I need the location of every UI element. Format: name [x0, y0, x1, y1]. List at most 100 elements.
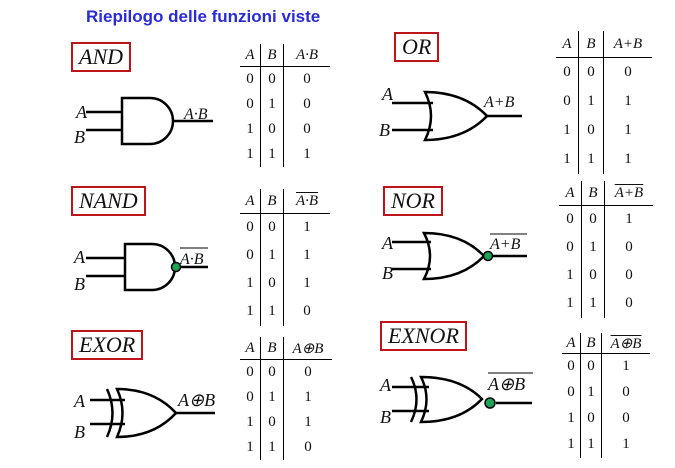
table-header: A⊕B — [601, 333, 650, 354]
table-cell: 1 — [240, 269, 261, 298]
gate-label-exnor: EXNOR — [380, 321, 467, 351]
or-input-b: B — [379, 120, 390, 140]
table-cell: 0 — [260, 409, 284, 435]
gate-label-exor: EXOR — [71, 330, 144, 360]
and-input-a: A — [75, 102, 88, 122]
table-cell: 1 — [562, 431, 581, 458]
table-cell: 0 — [303, 95, 311, 112]
nor-output-label: A+B — [489, 236, 521, 253]
exnor-gate-symbol — [392, 375, 532, 424]
table-cell: 1 — [304, 413, 312, 430]
table-cell: 1 — [622, 358, 630, 375]
nor-negation-bubble — [482, 250, 494, 262]
table-cell: 0 — [240, 359, 261, 385]
table-header: A·B — [283, 189, 330, 214]
table-cell: 1 — [624, 92, 632, 109]
table-cell: 1 — [559, 289, 582, 318]
table-cell: 1 — [303, 247, 311, 263]
table-cell: 1 — [303, 219, 311, 236]
gate-label-nor: NOR — [383, 186, 443, 216]
table-cell: 0 — [580, 353, 602, 380]
table-cell: 0 — [625, 239, 633, 255]
table-cell: 1 — [624, 121, 632, 138]
table-cell: 0 — [260, 116, 284, 142]
table-cell: 0 — [625, 267, 633, 283]
table-cell: 1 — [240, 297, 261, 326]
table-cell: 1 — [260, 384, 284, 410]
table-header: A — [562, 333, 581, 354]
table-cell: 1 — [580, 431, 602, 458]
table-cell: 0 — [622, 410, 630, 426]
table-cell: 0 — [578, 57, 604, 87]
table-cell: 1 — [260, 434, 284, 460]
nand-input-b: B — [74, 274, 85, 294]
table-header: B — [260, 44, 284, 67]
table-cell: 1 — [260, 91, 284, 117]
nand-output-label: A·B — [179, 251, 204, 268]
table-header: B — [260, 189, 284, 214]
exor-input-b: B — [74, 422, 85, 442]
table-cell: 1 — [581, 289, 605, 318]
nor-gate-symbol — [392, 231, 527, 281]
table-cell: 0 — [240, 241, 261, 270]
gate-label-or: OR — [394, 32, 440, 62]
table-cell: 1 — [580, 379, 602, 406]
table-cell: 1 — [622, 436, 630, 452]
nand-negation-bubble — [170, 261, 182, 273]
table-header: A — [559, 181, 582, 206]
table-header: A+B — [603, 31, 652, 58]
table-header: A⊕B — [283, 337, 332, 360]
table-cell: 0 — [304, 438, 312, 455]
table-cell: 1 — [559, 261, 582, 290]
table-cell: 0 — [304, 363, 312, 380]
table-cell: 0 — [303, 120, 311, 137]
table-cell: 1 — [556, 115, 579, 145]
table-cell: 1 — [581, 233, 605, 262]
table-cell: 0 — [581, 261, 605, 290]
table-cell: 0 — [303, 303, 311, 319]
table-cell: 1 — [303, 145, 311, 162]
and-input-b: B — [74, 127, 85, 147]
table-header: A — [556, 31, 579, 58]
table-cell: 1 — [240, 116, 261, 142]
table-cell: 0 — [260, 213, 284, 242]
table-cell: 0 — [562, 353, 581, 380]
table-cell: 0 — [580, 405, 602, 432]
table-cell: 1 — [240, 409, 261, 435]
or-gate-symbol — [392, 90, 522, 142]
table-header: A — [240, 189, 261, 214]
table-cell: 1 — [240, 141, 261, 167]
exnor-input-b: B — [380, 407, 391, 427]
table-cell: 0 — [240, 213, 261, 242]
table-cell: 0 — [240, 91, 261, 117]
table-cell: 1 — [624, 150, 632, 167]
and-output-label: A·B — [183, 106, 208, 123]
table-cell: 1 — [562, 405, 581, 432]
table-header: A — [240, 44, 261, 67]
exnor-output-label: A⊕B — [487, 374, 525, 394]
page-title: Riepilogo delle funzioni viste — [86, 7, 321, 26]
table-header: B — [578, 31, 604, 58]
table-cell: 1 — [578, 86, 604, 116]
table-cell: 0 — [559, 205, 582, 234]
table-header: A+B — [604, 181, 653, 206]
table-cell: 0 — [559, 233, 582, 262]
table-cell: 0 — [303, 70, 311, 87]
table-cell: 0 — [562, 379, 581, 406]
or-input-a: A — [381, 84, 394, 104]
table-cell: 0 — [624, 63, 632, 80]
table-cell: 0 — [240, 384, 261, 410]
table-cell: 0 — [260, 269, 284, 298]
exnor-input-a: A — [379, 375, 392, 395]
table-header: A — [240, 337, 261, 360]
table-cell: 0 — [556, 57, 579, 87]
table-cell: 1 — [304, 388, 312, 405]
nor-input-b: B — [382, 263, 393, 283]
